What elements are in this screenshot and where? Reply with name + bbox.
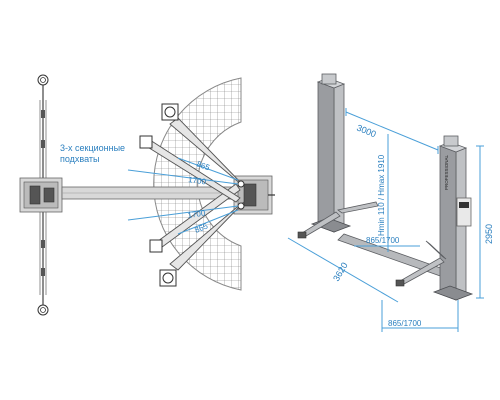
iso-post-brand: PROFESSIONAL [444, 154, 449, 190]
plan-dim-lower-long: 1700 [187, 209, 206, 220]
plan-left-carriage [19, 177, 63, 213]
plan-arm-lower-pivot [237, 202, 245, 210]
plan-crossbar [61, 186, 235, 200]
iso-dim-top: 3000 [355, 123, 377, 140]
plan-pad-lower-long [139, 135, 153, 149]
iso-view: PROFESSIONAL 3000 Hmin 110 / Hmax 1910 [287, 73, 494, 332]
plan-callout-line2: подхваты [60, 154, 100, 164]
iso-rear-arms [297, 201, 379, 239]
plan-view: 865 1700 1700 865 3-х секционные подхват… [19, 74, 275, 316]
plan-dim-upper-short: 865 [195, 159, 211, 172]
iso-dim-total-height: 2950 [484, 224, 494, 244]
plan-pad-upper-long [149, 239, 163, 253]
plan-callout-line1: 3-х секционные [60, 143, 125, 153]
plan-dim-upper-long: 1700 [188, 175, 207, 186]
plan-arm-lower-short [159, 201, 245, 287]
plan-dimension-lines [127, 157, 239, 235]
iso-front-post: PROFESSIONAL [432, 135, 474, 301]
iso-dim-base-width: 865/1700 [388, 319, 422, 328]
iso-front-arms [395, 240, 447, 287]
plan-arm-upper-pivot [237, 180, 245, 188]
iso-dimension-lines [287, 108, 484, 332]
iso-dim-height-range: Hmin 110 / Hmax 1910 [377, 154, 386, 236]
iso-rear-post [310, 73, 352, 233]
iso-dim-inner-width: 865/1700 [366, 236, 400, 245]
